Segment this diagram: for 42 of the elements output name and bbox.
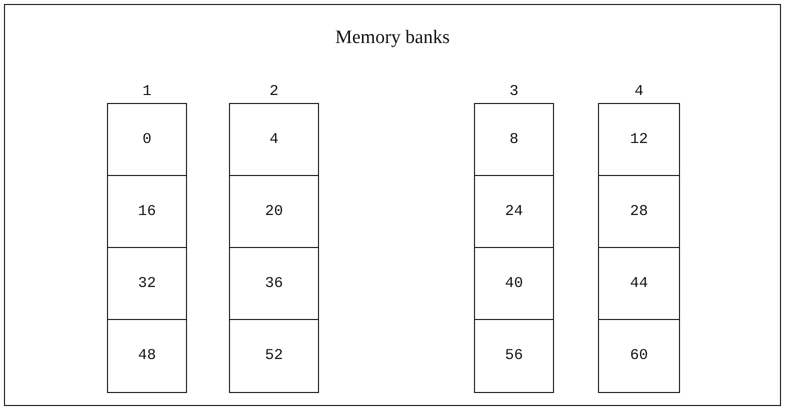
address-number: 0 [142,131,152,148]
address-number: 56 [504,347,523,364]
memory-cell [107,175,187,248]
memory-bank [474,83,554,392]
address-number: 32 [138,275,156,292]
memory-bank [598,83,680,392]
address-number: 20 [264,203,283,220]
address-number: 36 [264,275,283,292]
address-number: 8 [509,131,518,148]
memory-cell [229,175,319,248]
diagram-frame [4,4,781,406]
memory-cell [598,103,680,176]
memory-cell [474,103,554,176]
memory-cell [474,175,554,248]
memory-cell [229,103,319,176]
address-number: 44 [630,275,648,292]
memory-bank [229,83,319,392]
address-number: 28 [630,203,648,220]
memory-bank [107,83,187,392]
frame-heading: Memory banks [334,27,451,49]
address-number: 60 [630,347,648,364]
memory-cell [107,103,187,176]
bank-number: 4 [633,83,644,102]
address-number: 48 [138,347,156,364]
memory-cell [107,319,187,392]
bank-number: 1 [141,83,152,102]
memory-cell [598,175,680,248]
memory-cell [229,247,319,320]
bank-number: 3 [508,83,520,102]
memory-cell [598,247,680,320]
address-number: 24 [504,203,523,220]
memory-cell [107,247,187,320]
memory-cell [598,319,680,392]
memory-cell [474,247,554,320]
memory-cell [474,319,554,392]
address-number: 40 [504,275,523,292]
address-number: 16 [138,203,156,220]
address-number: 4 [269,131,278,148]
address-number: 12 [630,131,648,148]
bank-number: 2 [268,83,280,102]
address-number: 52 [264,347,283,364]
memory-cell [229,319,319,392]
